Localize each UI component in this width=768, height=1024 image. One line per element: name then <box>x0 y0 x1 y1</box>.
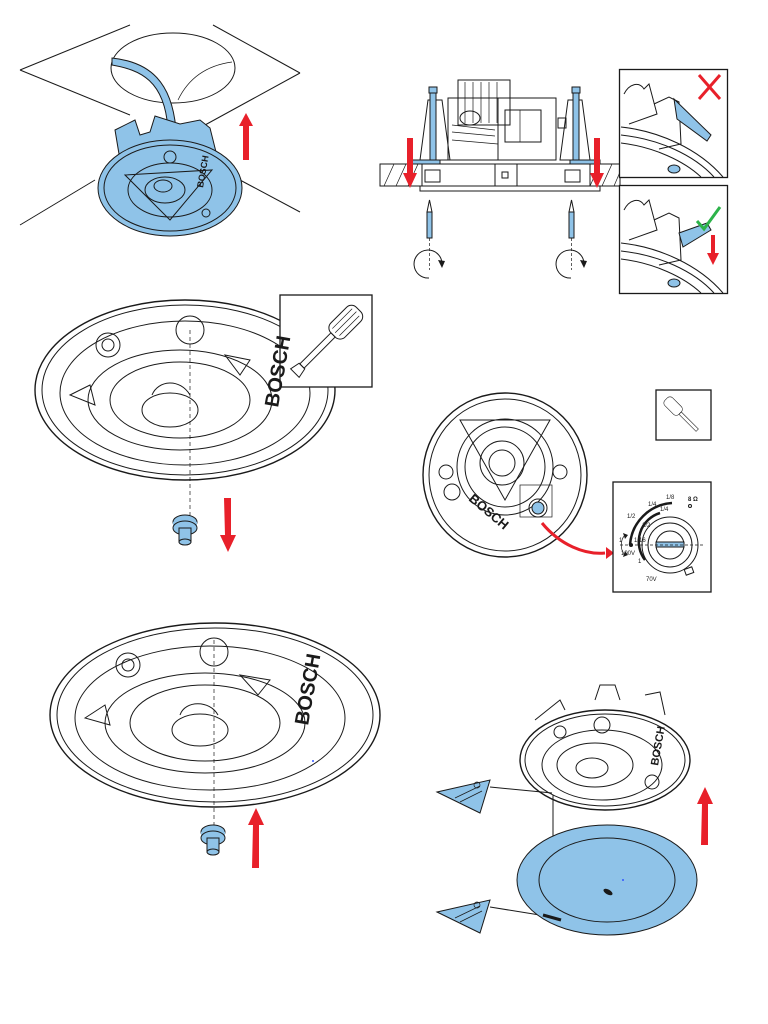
left-clamp-screw <box>429 89 437 163</box>
tap-selector-knob[interactable] <box>531 501 545 515</box>
cross-mark-icon <box>697 74 722 100</box>
clamp-open <box>673 97 712 142</box>
ceiling-board <box>379 163 621 192</box>
ceiling-grid-lines <box>19 24 301 226</box>
figure-replace-cap: BOSCH <box>30 600 400 880</box>
dial-label-1-2: 1/2 <box>627 514 636 520</box>
screwdriver-tip-icon <box>426 199 575 239</box>
figure-set-tap: BOSCH 1/8 1/4 1/2 <box>420 385 720 595</box>
arrow-down-icon <box>403 138 417 188</box>
right-clamp-screw <box>572 89 580 163</box>
screwdriver-icon-box <box>279 294 373 388</box>
dial-label-70-1: 1 <box>638 559 642 565</box>
tap-dial-detail: 1/8 1/4 1/2 1 1/16 1/4 1/2 1 100V 70V 8 … <box>612 481 712 593</box>
ceiling-cutout <box>110 32 236 104</box>
brand-logo: BOSCH <box>466 491 512 533</box>
cord-clip-detail-icon <box>435 899 491 934</box>
tap-selector-cap <box>172 514 198 546</box>
figure-clamp-wrong <box>618 68 729 179</box>
speaker-front-view: BOSCH <box>422 392 588 558</box>
figure-clamp-correct <box>618 184 729 295</box>
tap-selector-cap <box>200 824 226 856</box>
cord-clip-detail-icon <box>435 779 491 814</box>
ohm-label: 8 Ω <box>688 497 698 503</box>
dial-label-1: 1 <box>619 538 623 544</box>
dial-label-70-1-4: 1/4 <box>660 507 669 513</box>
dial-label-16: 1/16 <box>634 538 646 544</box>
figure-insert-speaker: BOSCH <box>0 20 301 270</box>
voltage-100v-label: 100V <box>621 551 635 557</box>
dial-label-70-1-2: 1/2 <box>642 523 651 529</box>
rotate-clockwise-icon <box>413 238 587 279</box>
figure-tighten-clamps <box>379 60 621 300</box>
rotate-arrows-icon <box>620 533 628 557</box>
grille-cover[interactable] <box>516 824 698 936</box>
figure-attach-grille: BOSCH <box>420 670 750 950</box>
check-mark-icon <box>695 206 722 232</box>
speaker-unit: BOSCH <box>97 115 243 237</box>
dial-label-1-8: 1/8 <box>666 495 675 501</box>
arrow-up-icon <box>697 787 713 845</box>
arrow-down-icon <box>590 138 604 188</box>
screwdriver-icon-box <box>655 389 712 441</box>
speaker-unit: BOSCH <box>519 684 691 811</box>
speaker-side-view <box>409 79 601 165</box>
speaker-baffle <box>49 622 381 825</box>
arrow-up-icon <box>248 808 264 868</box>
figure-remove-cap: BOSCH <box>30 290 380 560</box>
speaker-baffle <box>34 299 336 515</box>
callout-arrow <box>540 522 606 555</box>
voltage-70v-label: 70V <box>646 577 657 583</box>
dial-label-1-4: 1/4 <box>648 502 657 508</box>
arrow-down-icon <box>707 235 719 265</box>
arrow-up-icon <box>239 113 253 160</box>
arrow-down-icon <box>220 498 236 552</box>
brand-logo: BOSCH <box>649 725 668 766</box>
